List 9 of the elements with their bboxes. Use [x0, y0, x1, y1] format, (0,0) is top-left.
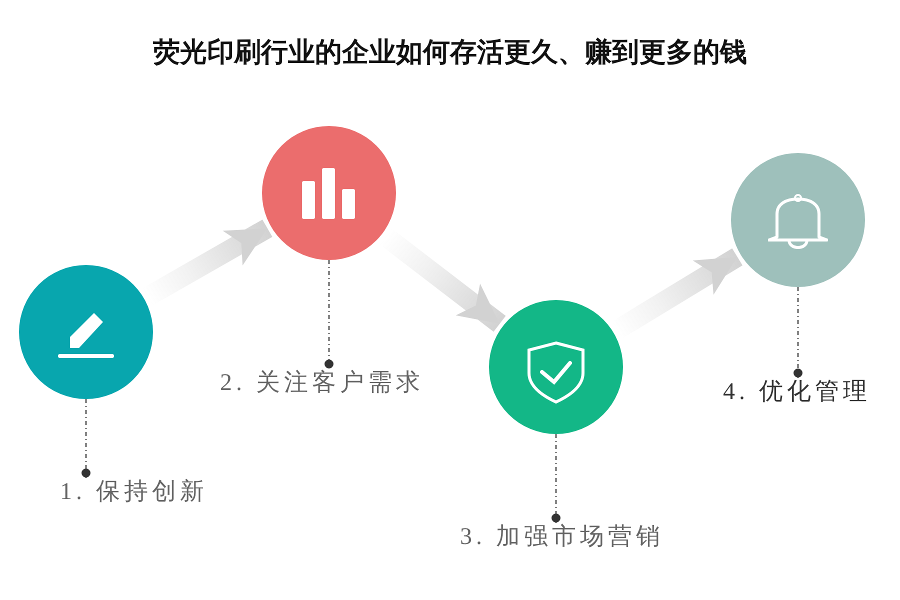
step-label: 1. 保持创新: [60, 478, 208, 506]
step-label: 2. 关注客户需求: [220, 369, 424, 397]
title: 荧光印刷行业的企业如何存活更久、赚到更多的钱: [152, 36, 748, 69]
leader-line: [794, 287, 802, 378]
step-label: 4. 优化管理: [723, 378, 871, 406]
leader-line: [82, 399, 90, 478]
step-label: 3. 加强市场营销: [460, 523, 664, 551]
leader-line: [552, 434, 560, 523]
leader-line: [324, 260, 334, 369]
